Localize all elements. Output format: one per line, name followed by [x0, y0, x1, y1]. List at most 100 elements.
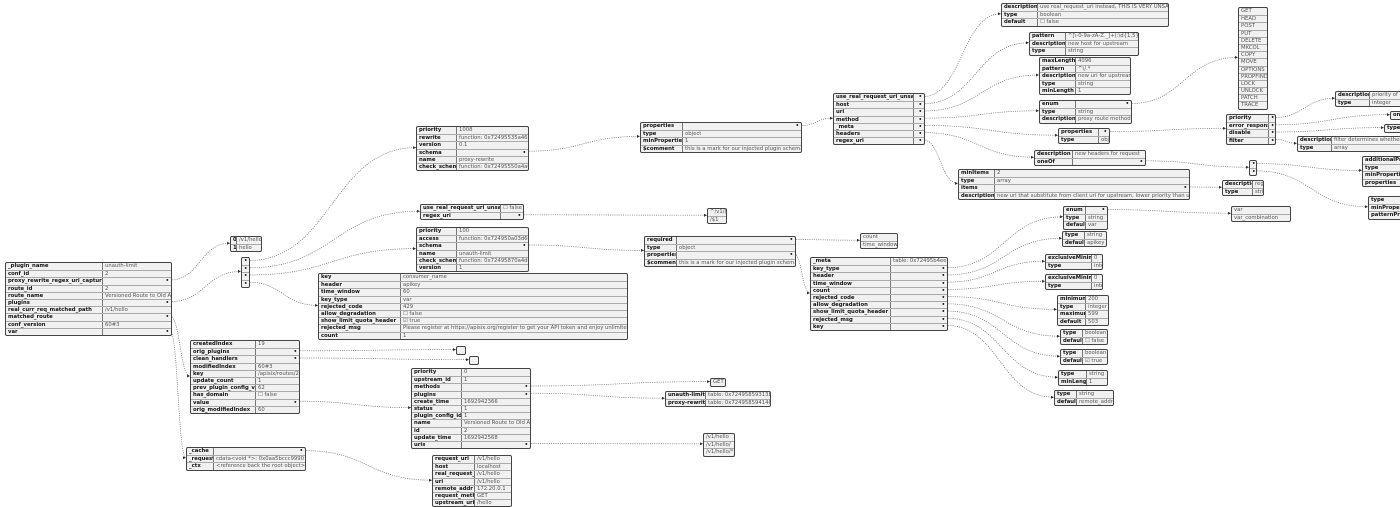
node-row: GET — [711, 379, 725, 386]
node-row: properties • — [645, 251, 795, 259]
link-marker-icon[interactable]: • — [941, 316, 945, 323]
node-row: show_limit_quota_header☑ true — [319, 317, 627, 325]
link-marker-icon[interactable]: • — [1125, 101, 1129, 107]
link-marker-icon[interactable]: • — [789, 237, 793, 243]
connector-line — [1254, 170, 1369, 208]
row-key: priority — [412, 369, 462, 377]
link-marker-icon[interactable]: • — [522, 243, 526, 250]
link-marker-icon[interactable]: • — [293, 349, 297, 356]
link-marker-icon[interactable]: • — [1101, 207, 1105, 213]
link-marker-icon[interactable]: • — [918, 123, 922, 130]
link-marker-icon[interactable]: • — [524, 384, 528, 391]
link-marker-icon[interactable]: • — [244, 280, 248, 287]
connector-line — [922, 132, 1035, 158]
link-marker-icon[interactable]: • — [941, 287, 945, 294]
link-marker-icon[interactable]: • — [522, 149, 526, 156]
link-marker-icon[interactable]: • — [918, 116, 922, 123]
link-marker-icon[interactable]: • — [244, 273, 248, 280]
row-value: COPY — [1241, 52, 1256, 59]
node-row: count — [861, 234, 897, 241]
link-marker-icon[interactable]: • — [293, 356, 297, 363]
json-node-regex-items: descriptionregex uritypestring — [1222, 180, 1264, 197]
link-marker-icon[interactable]: • — [1103, 129, 1107, 135]
row-key: matched_route — [6, 314, 103, 321]
link-marker-icon[interactable]: • — [941, 302, 945, 309]
link-marker-icon[interactable]: • — [524, 441, 528, 448]
row-value: 19 — [258, 341, 265, 347]
link-marker-icon[interactable]: • — [244, 258, 248, 264]
connector-line — [297, 349, 457, 352]
link-marker-icon[interactable]: • — [918, 102, 922, 109]
json-node-u-count: exclusiveMinimum0typeinteger — [1045, 274, 1103, 291]
row-value: ☑ true — [403, 318, 421, 325]
link-marker-icon[interactable]: • — [524, 391, 528, 398]
node-row: TRACE — [1239, 101, 1267, 108]
link-marker-icon[interactable]: • — [299, 448, 303, 454]
link-marker-icon[interactable]: • — [941, 273, 945, 280]
link-marker-icon[interactable]: • — [165, 299, 169, 306]
row-value: 0 — [1094, 275, 1098, 281]
link-marker-icon[interactable]: • — [1252, 169, 1256, 176]
row-key: minPropert — [1369, 205, 1400, 211]
node-row: default☐ false — [1061, 337, 1107, 345]
link-marker-icon[interactable]: • — [1183, 185, 1187, 192]
row-key: method — [834, 116, 914, 123]
row-value: ☐ false — [503, 205, 523, 211]
row-value: priority of — [1372, 92, 1398, 98]
link-marker-icon[interactable]: • — [941, 323, 945, 330]
link-marker-icon[interactable]: • — [244, 266, 248, 273]
link-marker-icon[interactable]: • — [941, 266, 945, 273]
link-marker-icon[interactable]: • — [1139, 159, 1143, 166]
node-row: MKCOL — [1239, 43, 1267, 51]
row-key: properties — [647, 252, 677, 259]
row-key: version — [417, 142, 457, 149]
link-marker-icon[interactable]: • — [918, 94, 922, 100]
link-marker-icon[interactable]: • — [1271, 130, 1275, 137]
row-value: object — [679, 245, 696, 252]
node-row: headers• — [834, 129, 924, 138]
row-key: oneOf — [1035, 159, 1073, 166]
link-marker-icon[interactable]: • — [795, 123, 799, 129]
link-marker-icon[interactable]: • — [941, 309, 945, 316]
link-marker-icon[interactable]: • — [165, 278, 169, 285]
link-marker-icon[interactable]: • — [918, 130, 922, 137]
link-marker-icon[interactable]: • — [1271, 123, 1275, 130]
link-marker-icon[interactable]: • — [789, 252, 793, 259]
row-key: version — [417, 264, 457, 272]
link-marker-icon[interactable]: • — [1271, 137, 1275, 144]
link-marker-icon[interactable]: • — [941, 294, 945, 301]
link-marker-icon[interactable]: • — [1271, 115, 1275, 121]
link-marker-icon[interactable]: • — [517, 213, 521, 220]
row-key: has_domain — [191, 392, 256, 399]
row-key: additionalPr — [1363, 157, 1400, 164]
link-marker-icon[interactable]: • — [1252, 161, 1256, 167]
row-value: /hello — [477, 500, 492, 507]
row-value: 100 — [459, 228, 470, 234]
connector-line — [793, 239, 861, 241]
row-key: check_schema — [417, 257, 457, 264]
row-value: 1008 — [459, 127, 473, 133]
link-marker-icon[interactable]: • — [165, 314, 169, 321]
link-marker-icon[interactable]: • — [918, 109, 922, 116]
node-row: exclusiveMinimum0 — [1046, 255, 1102, 263]
row-key: time_window — [319, 289, 401, 296]
row-value: /v1/hello/* — [706, 449, 734, 456]
link-marker-icon[interactable]: • — [293, 399, 297, 406]
link-marker-icon[interactable]: • — [165, 328, 169, 335]
link-marker-icon[interactable]: • — [941, 280, 945, 287]
row-key: key_type — [811, 266, 891, 273]
link-marker-icon[interactable]: • — [918, 138, 922, 145]
